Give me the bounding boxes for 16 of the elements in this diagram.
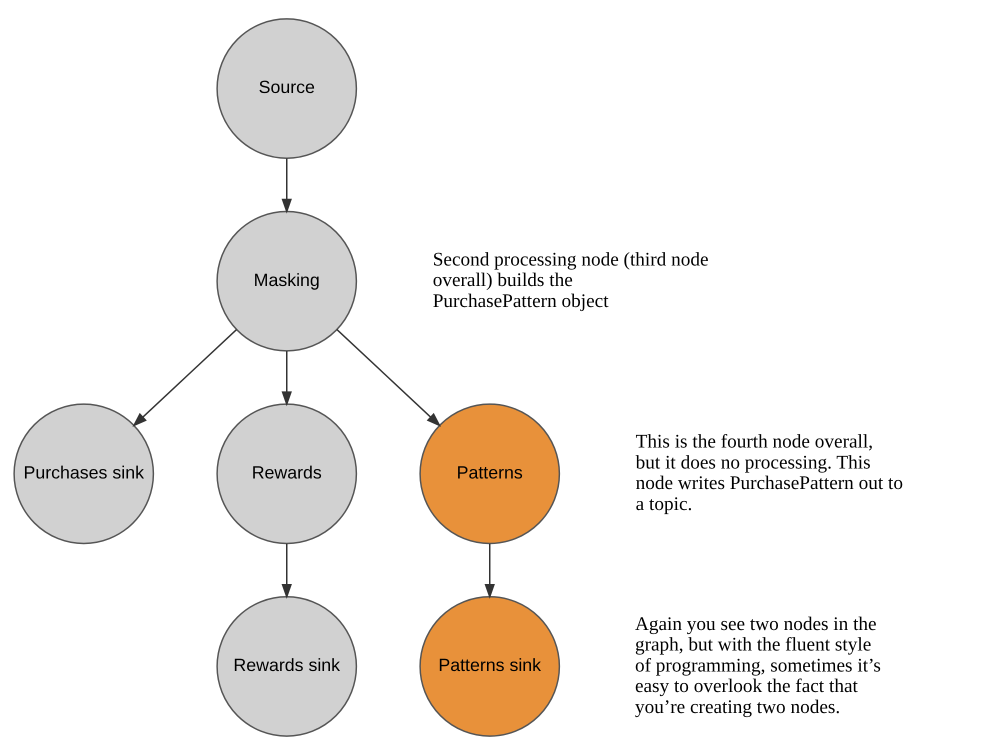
arrow: [282, 543, 292, 598]
node-circle: Rewards sink: [216, 596, 358, 736]
arrow: [132, 328, 238, 426]
node-circle: Rewards: [216, 402, 358, 544]
label: Again you see two nodes in the graph, but with the fluent style of programming, sometimes it’s easy to overlook the fact that you’re creating two nodes.: [634, 613, 881, 718]
arrow: [336, 328, 442, 426]
arrow: [282, 158, 292, 214]
arrow: [282, 350, 292, 406]
arrow: [484, 543, 495, 598]
label: This is the fourth node overall, but it does no processing. This node writes PurchasePattern out to a topic.: [636, 431, 903, 514]
node-circle: Masking: [216, 210, 358, 352]
label: Second processing node (third node overall) builds the PurchasePattern object: [432, 248, 709, 312]
node-circle: Purchases sink: [13, 402, 154, 544]
node-circle: Source: [216, 18, 358, 158]
node-circle: Patterns sink: [419, 596, 560, 736]
node-circle: Patterns: [419, 402, 560, 544]
